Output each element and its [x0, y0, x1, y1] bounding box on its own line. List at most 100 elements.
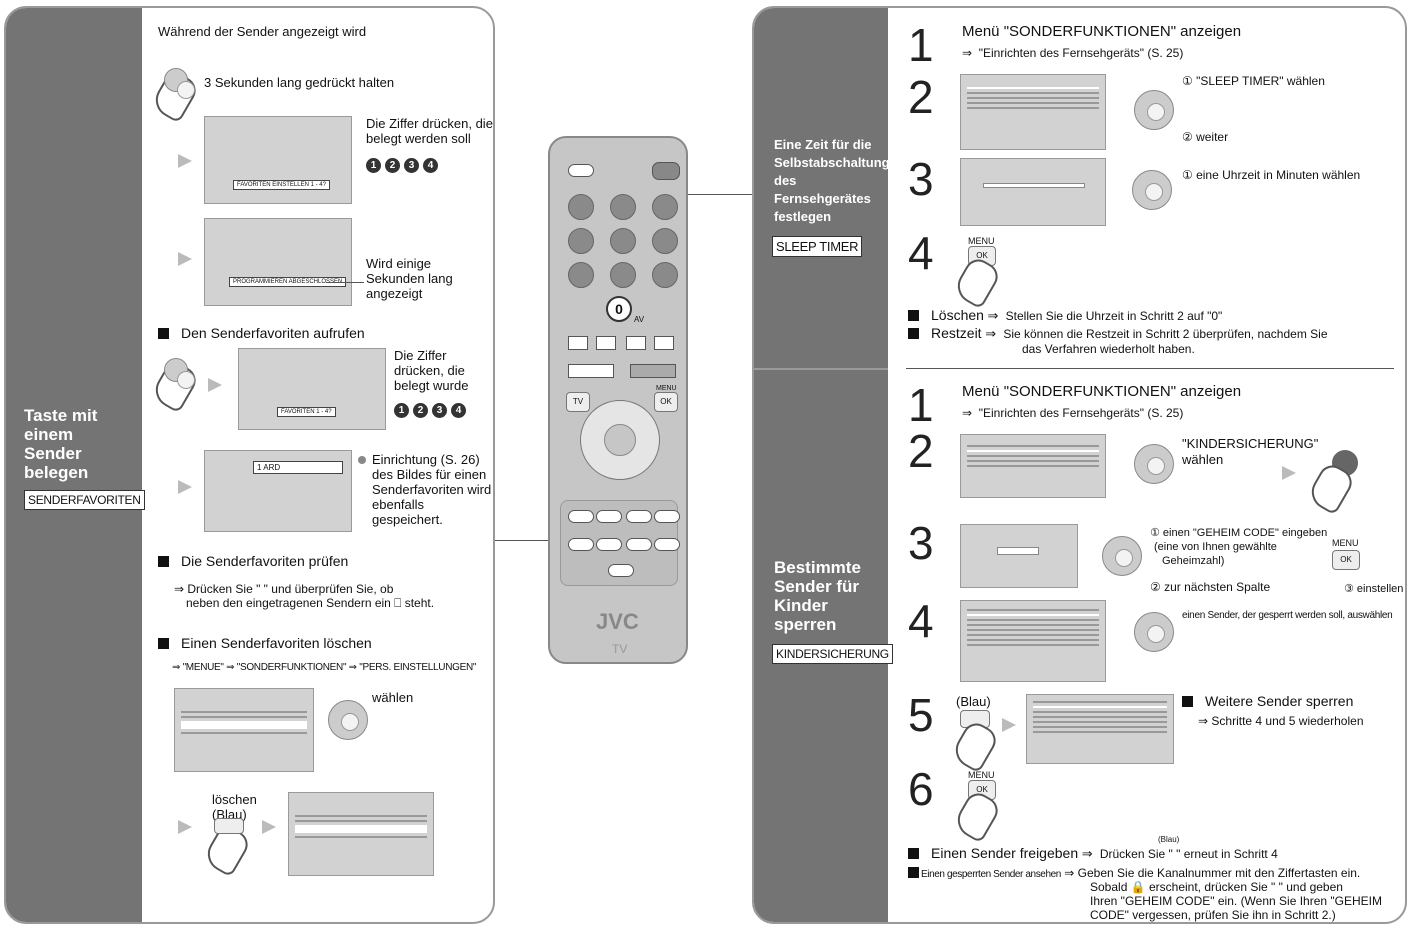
number-button-3[interactable] [652, 194, 678, 220]
rest-text-2: das Verfahren wiederholt haben. [1022, 342, 1195, 356]
func-button-2[interactable] [654, 336, 674, 350]
clear-label: Löschen [931, 307, 984, 323]
more-sub-label: Schritte 4 und 5 wiederholen [1211, 714, 1364, 728]
check-heading: Die Senderfavoriten prüfen [158, 554, 348, 569]
info-button[interactable] [568, 364, 614, 378]
left-sidebar [6, 8, 142, 922]
digit-1-icon: 1 [366, 158, 381, 173]
call-heading-label: Den Senderfavoriten aufrufen [181, 325, 365, 341]
blue-button-icon [214, 818, 244, 834]
clear-row: Löschen ⇒ Stellen Sie die Uhrzeit in Sch… [908, 308, 1222, 324]
menu-button[interactable] [630, 364, 676, 378]
right-panel: Eine Zeit für die Selbstabschaltung des … [752, 6, 1407, 924]
remote-control: 0 AV MENU TV OK JVC TV [548, 136, 688, 664]
number-button-4[interactable] [568, 228, 594, 254]
arrow-icon [178, 820, 192, 834]
rest-row: Restzeit ⇒ Sie können die Restzeit in Sc… [908, 326, 1328, 342]
color-button-green[interactable] [596, 510, 622, 523]
free-label: Einen Sender freigeben [931, 845, 1079, 861]
lower-button-3[interactable] [626, 538, 652, 551]
ok-button[interactable]: OK [654, 392, 678, 412]
delete-heading: Einen Senderfavoriten löschen [158, 636, 372, 651]
number-button-5[interactable] [610, 228, 636, 254]
left-sidebar-tag: SENDERFAVORITEN [24, 490, 145, 510]
screen-pers-einstellungen-after [288, 792, 434, 876]
lower-button-4[interactable] [654, 538, 680, 551]
color-button-yellow[interactable] [626, 510, 652, 523]
press-digit-text: Die Ziffer drücken, die belegt werden so… [366, 116, 493, 146]
bottom-step1-sub-label: "Einrichten des Fernsehgeräts" (S. 25) [978, 406, 1184, 420]
step-number-2: 2 [908, 425, 934, 477]
view-row: Einen gesperrten Sender ansehen ⇒ Geben … [908, 866, 1360, 882]
top-menu-label: MENU [968, 236, 995, 246]
screen-favoriten: FAVORITEN 1 - 4? [238, 348, 386, 430]
favorite-button[interactable] [568, 538, 594, 551]
zero-av-button[interactable]: 0 [606, 296, 632, 322]
screen-label: FAVORITEN EINSTELLEN 1 - 4? [233, 180, 330, 190]
view-text-4: CODE" vergessen, prüfen Sie ihn in Schri… [1090, 908, 1336, 922]
screen-favoriten-einstellen: FAVORITEN EINSTELLEN 1 - 4? [204, 116, 352, 204]
more-sub: ⇒ Schritte 4 und 5 wiederholen [1198, 714, 1364, 728]
number-button-8[interactable] [610, 262, 636, 288]
top-step2-a: ① "SLEEP TIMER" wählen [1182, 74, 1325, 88]
connector-line-left [495, 540, 575, 541]
digit-4-icon: 4 [423, 158, 438, 173]
free-row: Einen Sender freigeben ⇒ Drücken Sie " "… [908, 846, 1278, 862]
screen-kindersicherung-locked [1026, 694, 1174, 764]
bottom-step4-a: einen Sender, der gesperrt werden soll, … [1182, 610, 1393, 621]
standby-button[interactable] [568, 164, 594, 177]
color-button-blue[interactable] [654, 510, 680, 523]
digit-3-icon: 3 [404, 158, 419, 173]
number-button-6[interactable] [652, 228, 678, 254]
step-number-4: 4 [908, 227, 934, 279]
lower-button-2[interactable] [596, 538, 622, 551]
number-button-1[interactable] [568, 194, 594, 220]
power-button[interactable] [652, 162, 680, 180]
view-label: Einen gesperrten Sender ansehen [921, 869, 1061, 880]
step-number-5: 5 [908, 689, 934, 741]
screen-geheim-code [960, 524, 1078, 588]
bottom-step5-label: (Blau) [956, 694, 991, 709]
leader-line [326, 282, 364, 283]
delete-path: ⇒ "MENUE" ⇒ "SONDERFUNKTIONEN" ⇒ "PERS. … [172, 662, 477, 673]
dpad-center[interactable] [604, 424, 636, 456]
bottom-step1-sub: ⇒ "Einrichten des Fernsehgeräts" (S. 25) [962, 406, 1184, 420]
number-button-9[interactable] [652, 262, 678, 288]
func-button-1[interactable] [626, 336, 646, 350]
number-button-7[interactable] [568, 262, 594, 288]
favorite-button-icon [164, 358, 195, 389]
brand-logo: JVC [596, 609, 639, 634]
zoom-button[interactable] [568, 336, 588, 350]
screen-sonderfunktionen [960, 74, 1106, 150]
bottom-step2-b: wählen [1182, 452, 1224, 467]
tv-button[interactable]: TV [566, 392, 590, 412]
bottom-step1-title: Menü "SONDERFUNKTIONEN" anzeigen [962, 383, 1242, 400]
section-divider [906, 368, 1394, 369]
arrow-icon [1002, 718, 1016, 732]
dpad-icon [1134, 612, 1174, 652]
screen-kindersicherung-list [960, 600, 1106, 682]
bottom-step2-a: "KINDERSICHERUNG" [1182, 436, 1319, 451]
number-button-2[interactable] [610, 194, 636, 220]
top-step2-b: ② weiter [1182, 130, 1229, 144]
brand-sub: TV [612, 642, 628, 656]
bottom-step3-menu: MENU [1332, 538, 1359, 548]
screen-label: 1 ARD [253, 461, 343, 474]
arrow-icon [178, 480, 192, 494]
step-number-3: 3 [908, 517, 934, 569]
free-blau: (Blau) [1158, 835, 1180, 844]
picture-button[interactable] [596, 336, 616, 350]
intro-text: Während der Sender angezeigt wird [158, 24, 367, 39]
av-label: AV [634, 315, 645, 324]
delete-heading-label: Einen Senderfavoriten löschen [181, 635, 372, 651]
arrow-icon [262, 820, 276, 834]
sound-button[interactable] [608, 564, 634, 577]
delete-path-label: "MENUE" ⇒ "SONDERFUNKTIONEN" ⇒ "PERS. EI… [182, 662, 477, 673]
arrow-icon [208, 378, 222, 392]
hand-icon [949, 718, 1001, 774]
digit-3-icon: 3 [432, 403, 447, 418]
dpad-icon [1102, 536, 1142, 576]
screen-sonderfunktionen-2 [960, 434, 1106, 498]
color-button-red[interactable] [568, 510, 594, 523]
